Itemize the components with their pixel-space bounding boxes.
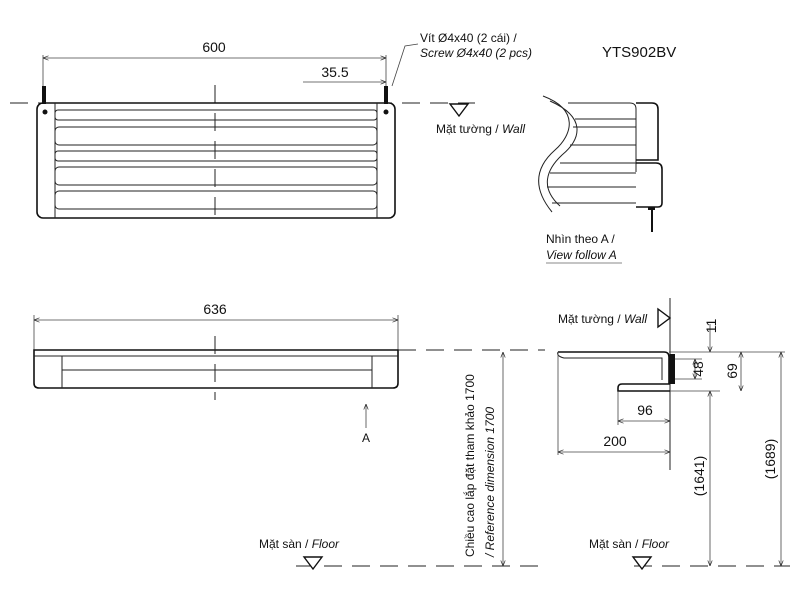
floor-label-front: Mặt sàn / Floor	[259, 537, 340, 551]
wall-marker-triangle-top	[448, 103, 470, 118]
install-height-vi: Chiều cao lắp đặt tham khảo 1700	[462, 374, 477, 557]
wall-marker-triangle-side	[657, 307, 672, 329]
wall-label-side-en: Wall	[624, 312, 647, 326]
dim-1689-label: (1689)	[762, 439, 778, 479]
detail-caption-vi: Nhìn theo A /	[546, 232, 615, 246]
bracket-upper	[636, 102, 659, 161]
detail-view-a: Nhìn theo A / View follow A	[538, 95, 663, 264]
screw-label-en: Screw Ø4x40 (2 pcs)	[420, 46, 532, 60]
wall-label-top-en: Wall	[502, 122, 525, 136]
dim-200-label: 200	[603, 433, 627, 449]
dim-636-label: 636	[203, 301, 227, 317]
shelf-side-profile	[558, 351, 670, 392]
front-view: 636 A Chiều cao lắp đặt tham khảo 1700 /…	[33, 301, 545, 571]
floor-label-side: Mặt sàn / Floor	[589, 537, 670, 551]
break-line-outer	[538, 95, 570, 213]
detail-caption-en: View follow A	[546, 248, 617, 262]
floor-label-front-en: Floor	[312, 537, 340, 551]
wall-label-top: Mặt tường / Wall	[436, 122, 525, 136]
break-line-inner	[546, 100, 578, 207]
floor-label-side-vi: Mặt sàn /	[589, 537, 642, 551]
dim-35-5-label: 35.5	[321, 64, 348, 80]
wall-bracket-side	[670, 354, 675, 384]
top-view: 600 35.5 Vít Ø4x40 (2 cái) / Screw Ø4x40…	[10, 31, 532, 225]
screw-label-vi: Vít Ø4x40 (2 cái) /	[420, 31, 517, 45]
shelf-front-outline	[33, 349, 399, 389]
side-view: Mặt tường / Wall 11 48 69 96 200 (1641) …	[557, 298, 790, 571]
dim-600-label: 600	[202, 39, 226, 55]
dim-69-label: 69	[724, 363, 740, 379]
view-arrow-a-label: A	[362, 431, 370, 445]
wall-label-side: Mặt tường / Wall	[558, 312, 647, 326]
screw-hole-right	[383, 109, 389, 115]
wall-label-top-vi: Mặt tường /	[436, 122, 502, 136]
screw-leader	[391, 43, 419, 87]
floor-marker-side	[631, 556, 653, 571]
floor-label-front-vi: Mặt sàn /	[259, 537, 312, 551]
wall-label-side-vi: Mặt tường /	[558, 312, 624, 326]
shelf-top-outline	[36, 102, 396, 219]
screw-right	[384, 86, 388, 104]
screw-hole-left	[42, 109, 48, 115]
dim-1641-label: (1641)	[691, 456, 707, 496]
bracket-lower	[636, 162, 663, 208]
dim-11-label: 11	[703, 319, 719, 334]
install-height-en: / Reference dimension 1700	[483, 407, 497, 558]
dim-96-label: 96	[637, 402, 653, 418]
model-code: YTS902BV	[602, 44, 676, 61]
screw-left	[42, 86, 46, 104]
floor-label-side-en: Floor	[642, 537, 670, 551]
dim-48-label: 48	[690, 361, 706, 377]
floor-marker-front	[302, 556, 324, 571]
